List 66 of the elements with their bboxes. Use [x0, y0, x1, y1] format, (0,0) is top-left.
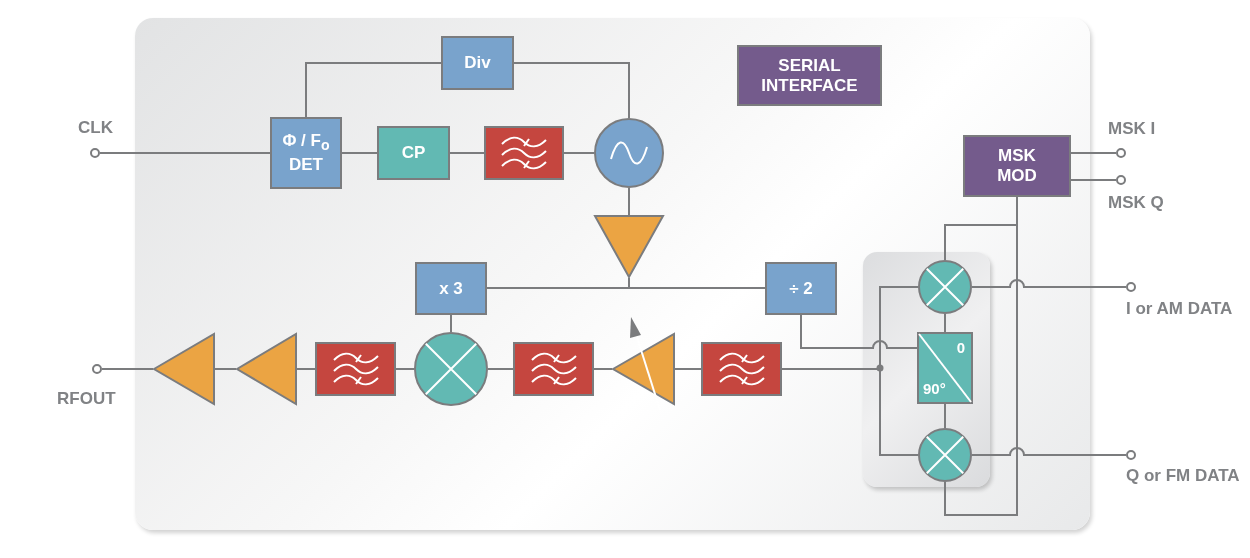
detector-block [270, 117, 342, 189]
connector-line [487, 368, 514, 370]
block-label: Div [464, 53, 491, 73]
pin-label: CLK [78, 118, 113, 138]
interface-block [737, 45, 882, 106]
chip-panel [135, 18, 1090, 530]
connector-line [593, 368, 613, 370]
connector-line [628, 187, 630, 216]
connector-line [674, 368, 702, 370]
connector-line [99, 152, 271, 154]
amplifier-triangle [594, 215, 664, 278]
pin-terminal [92, 364, 102, 374]
connector-line [296, 368, 316, 370]
connector-line [944, 313, 946, 333]
multiplier-block [415, 262, 487, 315]
block-label: x 3 [439, 278, 463, 299]
pin-label: Q or FM DATA [1126, 466, 1240, 486]
mixer-symbol [918, 428, 972, 482]
filter-block [513, 342, 594, 396]
filter-block [484, 126, 564, 180]
pin-label: MSK I [1108, 119, 1156, 139]
block-label: ÷ 2 [789, 278, 813, 299]
phase-label: 90° [923, 379, 946, 399]
connector-line [1070, 179, 1117, 181]
amplifier-triangle [612, 333, 675, 405]
pin-label: MSK Q [1108, 193, 1164, 213]
connector-line [944, 403, 946, 429]
amplifier-triangle [153, 333, 215, 405]
pin-terminal [1116, 175, 1126, 185]
connector-line [395, 368, 415, 370]
phase-label: 0 [956, 338, 965, 358]
charge-pump-block [377, 126, 450, 180]
connector-line [563, 152, 595, 154]
connector-line [341, 152, 378, 154]
block-label: CP [401, 143, 426, 163]
connector-line [971, 279, 1127, 288]
phase-shifter-block [917, 332, 973, 404]
block-label: Φ / F$_{o}$ DET [281, 130, 331, 176]
block-label: SERIAL INTERFACE [760, 55, 859, 96]
amplifier-triangle [236, 333, 297, 405]
modulator-panel [863, 252, 990, 487]
connector-line [513, 62, 630, 119]
pin-label: I or AM DATA [1126, 299, 1233, 319]
connector-line [214, 368, 237, 370]
connector-line [101, 368, 154, 370]
modulator-block [963, 135, 1071, 197]
oscillator-circle [594, 118, 664, 188]
mixer-symbol [918, 260, 972, 314]
connector-line [305, 62, 442, 118]
connector-line [971, 447, 1127, 456]
filter-block [701, 342, 782, 396]
pin-terminal [90, 148, 100, 158]
connector-line [449, 152, 485, 154]
connector-line [450, 314, 452, 333]
block-label: MSK MOD [996, 146, 1038, 186]
mixer-symbol [414, 332, 488, 406]
connector-line [800, 314, 918, 349]
connector-line [1070, 152, 1117, 154]
filter-block [315, 342, 396, 396]
pin-terminal [1116, 148, 1126, 158]
divider-block [765, 262, 837, 315]
divider-block [441, 36, 514, 90]
pin-terminal [1126, 450, 1136, 460]
connector-line [628, 277, 766, 289]
pin-terminal [1126, 282, 1136, 292]
pin-label: RFOUT [57, 389, 116, 409]
